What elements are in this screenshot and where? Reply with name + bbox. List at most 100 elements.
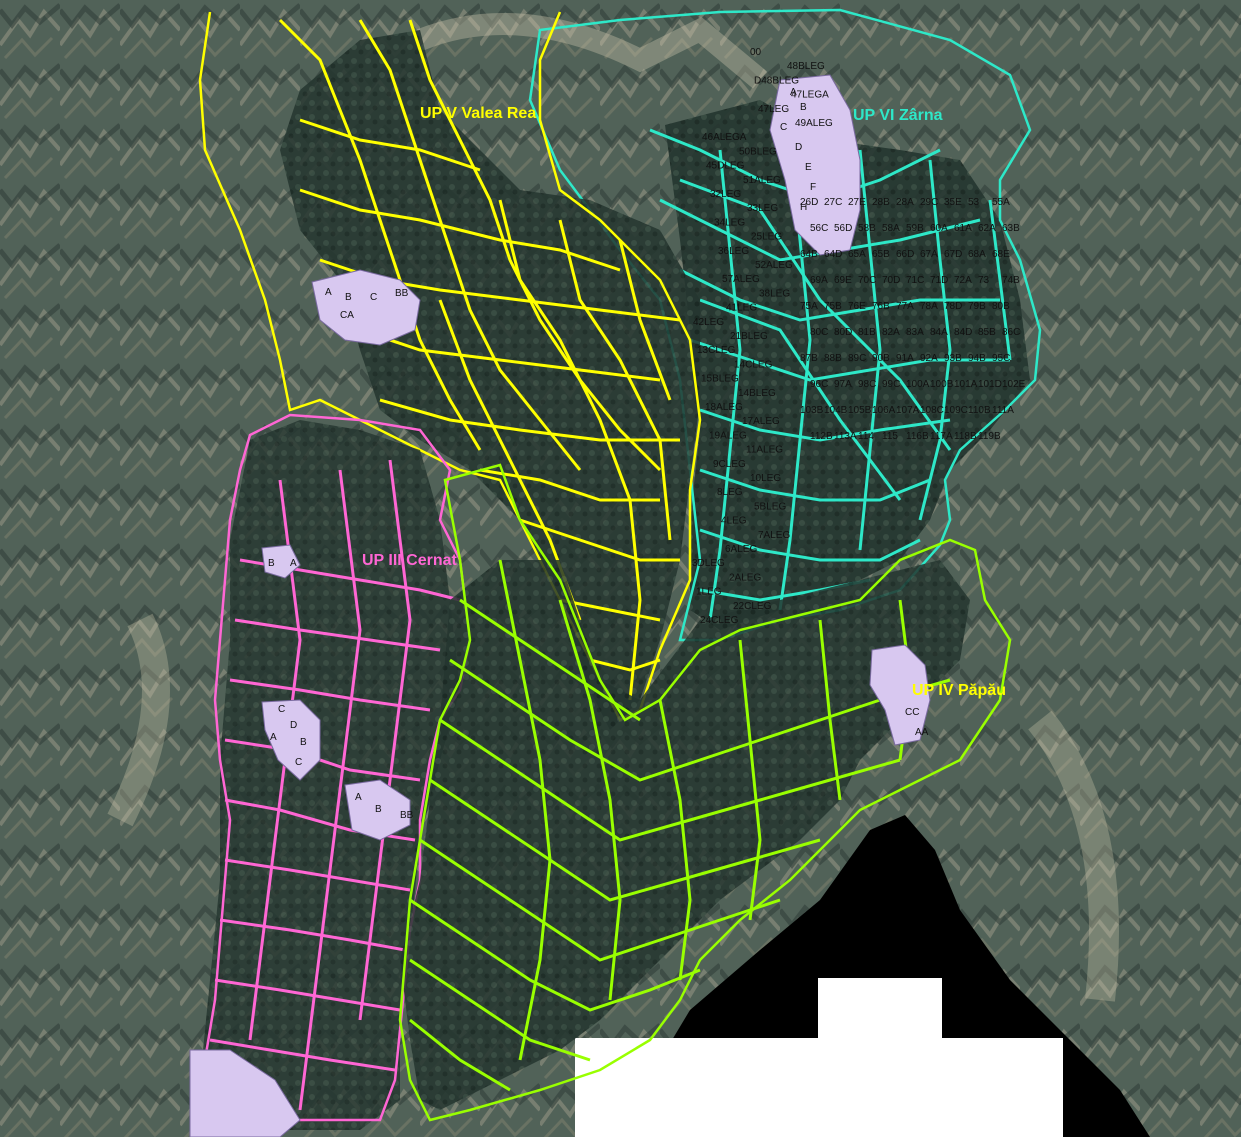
parcel-label: 17ALEG <box>742 416 780 427</box>
parcel-label: 32LEG <box>710 189 741 200</box>
parcel-label: 105B <box>848 405 872 416</box>
parcel-label: 67D <box>944 249 962 260</box>
lilac-compartments <box>189 74 931 1137</box>
parcel-label: 27C <box>824 197 842 208</box>
parcel-label: 14CLEG <box>734 359 773 370</box>
parcel-labels: 0048BLEGD48BLEG47LEGA47LEG49ALEG46ALEGA5… <box>692 47 1026 626</box>
compartment-letter: E <box>805 162 812 173</box>
parcel-label: 95C <box>992 353 1010 364</box>
parcel-label: 77A <box>896 301 914 312</box>
parcel-label: 70D <box>882 275 900 286</box>
compartment-letter: F <box>810 182 816 193</box>
parcel-label: 94B <box>968 353 986 364</box>
parcel-label: 50BLEG <box>739 146 777 157</box>
parcel-label: 58B <box>858 223 876 234</box>
parcel-label: 89C <box>848 353 866 364</box>
parcel-label: 118B <box>954 431 977 442</box>
parcel-label: 71D <box>930 275 948 286</box>
parcel-label: 64D <box>824 249 842 260</box>
parcel-label: 51ALEG <box>743 175 781 186</box>
parcel-label: 65A <box>848 249 866 260</box>
compartment-letter: H <box>800 202 807 213</box>
parcel-label: 00 <box>750 47 762 58</box>
compartment-patch-cernat-mid <box>261 699 321 781</box>
parcel-label: 90B <box>872 353 890 364</box>
parcel-label: 104B <box>824 405 848 416</box>
parcel-label: 13CLEG <box>697 345 736 356</box>
parcel-label: 5BLEG <box>754 501 786 512</box>
parcel-label: 68A <box>968 249 986 260</box>
parcel-label: 48BLEG <box>787 61 825 72</box>
parcel-label: 116B <box>906 431 929 442</box>
compartment-patch-papau <box>869 644 931 746</box>
parcel-label: 112B <box>810 431 833 442</box>
parcel-label: 81B <box>858 327 876 338</box>
parcel-label: 86C <box>1002 327 1020 338</box>
compartment-patch-cernat-upper <box>261 544 301 579</box>
parcel-label: 101D <box>978 379 1002 390</box>
parcel-label: 14BLEG <box>738 388 776 399</box>
parcel-label: 73 <box>978 275 990 286</box>
compartment-letter: AA <box>915 727 929 738</box>
parcel-label: 93B <box>944 353 962 364</box>
parcel-label: 80C <box>810 327 828 338</box>
compartment-patch-southwest <box>189 1049 301 1137</box>
parcel-label: 41LEG <box>726 303 757 314</box>
parcel-label: 103B <box>800 405 824 416</box>
parcel-label: 22CLEG <box>733 601 772 612</box>
parcel-label: 47LEGA <box>791 90 829 101</box>
compartment-letter: D <box>290 720 297 731</box>
parcel-label: 24CLEG <box>700 615 739 626</box>
parcel-label: 85B <box>978 327 996 338</box>
parcel-label: 72A <box>954 275 972 286</box>
parcel-label: 53 <box>968 197 980 208</box>
parcel-label: 8LEG <box>717 487 743 498</box>
unit-up-v <box>198 11 702 730</box>
parcel-label: 4LEG <box>721 516 747 527</box>
parcel-label: 63B <box>1002 223 1020 234</box>
parcel-label: 67A <box>920 249 938 260</box>
parcel-label: 61A <box>954 223 972 234</box>
parcel-label: 19ALEG <box>709 430 747 441</box>
parcel-label: 88B <box>824 353 842 364</box>
unit-up-vi <box>528 8 1042 642</box>
parcel-label: 98C <box>858 379 876 390</box>
parcel-label: 83A <box>906 327 924 338</box>
compartment-letter: A <box>355 792 362 803</box>
parcel-label: 91A <box>896 353 914 364</box>
parcel-label: 49ALEG <box>795 118 833 129</box>
compartment-letter: C <box>295 757 302 768</box>
compartment-letter: C <box>780 122 787 133</box>
parcel-label: 78A <box>920 301 938 312</box>
parcel-label: 55A <box>992 197 1010 208</box>
compartment-letter: D <box>795 142 802 153</box>
parcel-label: 110B <box>968 405 991 416</box>
parcel-label: 56C <box>810 223 828 234</box>
parcel-label: 56D <box>834 223 852 234</box>
parcel-label: 111A <box>992 405 1014 416</box>
parcel-label: 29C <box>920 197 938 208</box>
parcel-label: 99C <box>882 379 900 390</box>
parcel-label: 9CLEG <box>713 459 746 470</box>
parcel-label: 68E <box>992 249 1010 260</box>
parcel-label: 47LEG <box>758 104 789 115</box>
parcel-label: 82A <box>882 327 900 338</box>
parcel-label: 38LEG <box>759 288 790 299</box>
compartment-letter: C <box>278 704 285 715</box>
parcel-label: 34LEG <box>714 217 745 228</box>
parcel-label: 113A <box>834 431 857 442</box>
compartment-patch-northwest <box>311 269 421 346</box>
parcel-label: 11ALEG <box>746 445 783 456</box>
parcel-label: 57ALEG <box>722 274 760 285</box>
white-cutout-top <box>818 978 942 1038</box>
parcel-label: 46ALEGA <box>702 132 747 143</box>
compartment-letter: C <box>370 292 377 303</box>
parcel-label: 42LEG <box>693 317 724 328</box>
parcel-label: 80B <box>992 301 1010 312</box>
parcel-label: 78D <box>944 301 962 312</box>
parcel-label: 87B <box>800 353 818 364</box>
parcel-label: 100A <box>906 379 930 390</box>
parcel-label: 52ALEG <box>755 260 793 271</box>
